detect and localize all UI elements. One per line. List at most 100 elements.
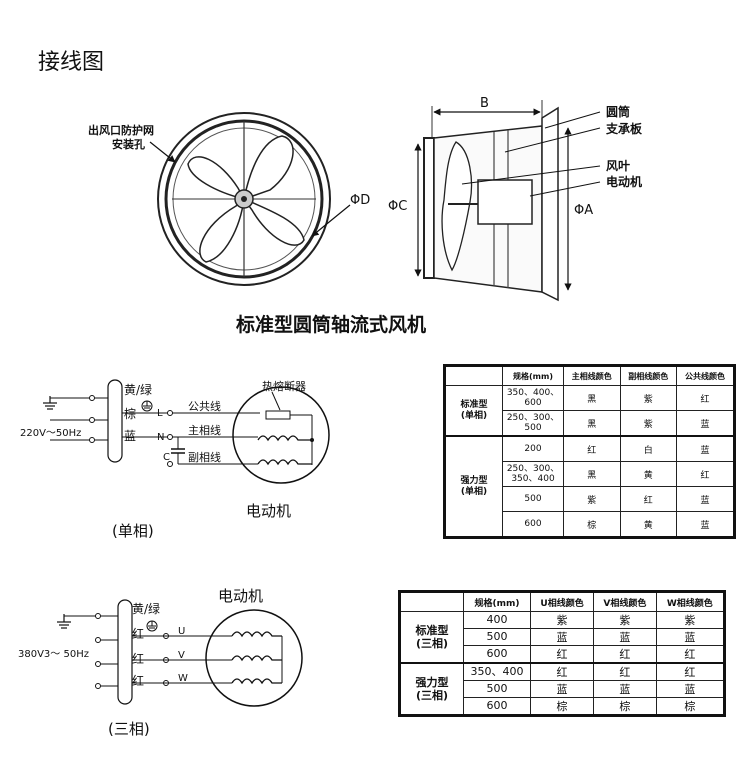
- spec-cell: 600: [463, 645, 531, 664]
- table-header: 规格(mm): [502, 365, 564, 386]
- group-cell: 标准型 (单相): [444, 385, 503, 437]
- table-header: 副相线颜色: [619, 365, 678, 386]
- spec-cell: 600: [502, 511, 564, 538]
- color-cell: 红: [655, 662, 726, 681]
- fan-blades: [187, 135, 305, 263]
- color-cell: 红: [676, 385, 735, 411]
- color-cell: 红: [563, 435, 621, 462]
- color-cell: 黑: [563, 385, 621, 411]
- group-cell: 强力型 (单相): [444, 435, 503, 538]
- spec-cell: 250、300、 500: [502, 410, 564, 437]
- table-header: [444, 365, 503, 386]
- supply-380: 380V3～ 50Hz: [18, 649, 89, 660]
- color-cell: 紫: [529, 611, 595, 629]
- spec-cell: 200: [502, 435, 564, 462]
- color-cell: 紫: [619, 385, 678, 411]
- color-cell: 红: [593, 645, 657, 664]
- color-cell: 紫: [655, 611, 726, 629]
- phi-a-label: ΦA: [574, 203, 593, 218]
- cylinder-label: 圆筒: [606, 104, 630, 119]
- page-title: 接线图: [38, 50, 105, 75]
- color-cell: 棕: [655, 697, 726, 716]
- tp-w: W: [178, 673, 188, 684]
- color-cell: 黄: [619, 511, 678, 538]
- color-cell: 红: [529, 645, 595, 664]
- color-cell: 棕: [563, 511, 621, 538]
- color-cell: 白: [619, 435, 678, 462]
- color-cell: 紫: [593, 611, 657, 629]
- group-cell: 强力型 (三相): [399, 662, 464, 716]
- three-phase-diagram: 电动机 380V3～ 50Hz 黄/绿 红 红 红 U: [18, 587, 303, 738]
- support-label: 支承板: [605, 121, 643, 136]
- sp-motor-circle: [232, 386, 330, 484]
- tp-v: V: [178, 650, 185, 661]
- cable-bundle: [117, 599, 133, 705]
- color-cell: 黑: [563, 410, 621, 437]
- guard-label-1: 出风口防护网: [88, 123, 154, 137]
- blade-label: 风叶: [606, 158, 630, 173]
- table-header: 规格(mm): [463, 591, 531, 612]
- phi-d-label: ΦD: [350, 193, 370, 208]
- table-header: V相线颜色: [593, 591, 657, 612]
- guard-label-2: 安装孔: [112, 137, 145, 151]
- tp-caption: (三相): [108, 720, 150, 738]
- color-cell: 蓝: [676, 435, 735, 462]
- color-cell: 蓝: [593, 680, 657, 698]
- sp-caption: (单相): [112, 522, 154, 540]
- single-phase-diagram: 220V～50Hz 黄/绿 棕 蓝 L N C 公共线 主相线 副相线: [20, 379, 330, 540]
- fuse-icon: [265, 410, 291, 420]
- color-cell: 棕: [529, 697, 595, 716]
- color-cell: 黄: [619, 461, 678, 487]
- color-cell: 红: [655, 645, 726, 664]
- sp-blue: 蓝: [124, 429, 136, 443]
- sp-c: C: [163, 452, 170, 463]
- color-cell: 红: [529, 662, 595, 681]
- color-cell: 紫: [619, 410, 678, 437]
- coil-w-icon: [231, 678, 282, 685]
- spec-cell: 250、300、 350、400: [502, 461, 564, 487]
- main-coil-icon: [257, 435, 312, 442]
- front-view: 出风口防护网 安装孔 ΦD: [88, 112, 370, 286]
- side-view: B ΦC ΦA 圆筒 支承板 风叶 电动机: [388, 96, 643, 302]
- single-phase-color-table: 规格(mm) 主相线颜色 副相线颜色 公共线颜色 标准型 (单相)350、400…: [443, 364, 736, 539]
- ground-icon: [43, 396, 57, 410]
- motor-body: [477, 179, 533, 225]
- coil-u-icon: [231, 631, 282, 638]
- tp-red-2: 红: [132, 651, 144, 666]
- color-cell: 棕: [593, 697, 657, 716]
- color-cell: 黑: [563, 461, 621, 487]
- color-cell: 蓝: [655, 628, 726, 646]
- sp-ground-label: 黄/绿: [124, 382, 152, 397]
- table-header: U相线颜色: [529, 591, 595, 612]
- spec-cell: 500: [463, 680, 531, 698]
- sp-motor-label: 电动机: [246, 502, 291, 520]
- color-cell: 蓝: [529, 628, 595, 646]
- table-header: 公共线颜色: [676, 365, 735, 386]
- color-cell: 蓝: [655, 680, 726, 698]
- tp-red-3: 红: [132, 673, 144, 688]
- tp-motor-circle: [205, 609, 303, 707]
- table-header: 主相线颜色: [563, 365, 621, 386]
- spec-cell: 500: [502, 486, 564, 512]
- tp-u: U: [178, 626, 185, 637]
- ground-icon: [141, 400, 153, 412]
- color-cell: 红: [593, 662, 657, 681]
- tp-motor-label: 电动机: [218, 587, 263, 605]
- color-cell: 紫: [563, 486, 621, 512]
- fan-title: 标准型圆筒轴流式风机: [236, 313, 426, 336]
- sp-aux: 副相线: [188, 450, 221, 464]
- aux-coil-icon: [257, 459, 312, 466]
- motor-label: 电动机: [606, 174, 642, 189]
- blade-side: [441, 141, 473, 272]
- sp-fuse-label: 热熔断器: [262, 379, 306, 393]
- spec-cell: 350、400: [463, 662, 531, 681]
